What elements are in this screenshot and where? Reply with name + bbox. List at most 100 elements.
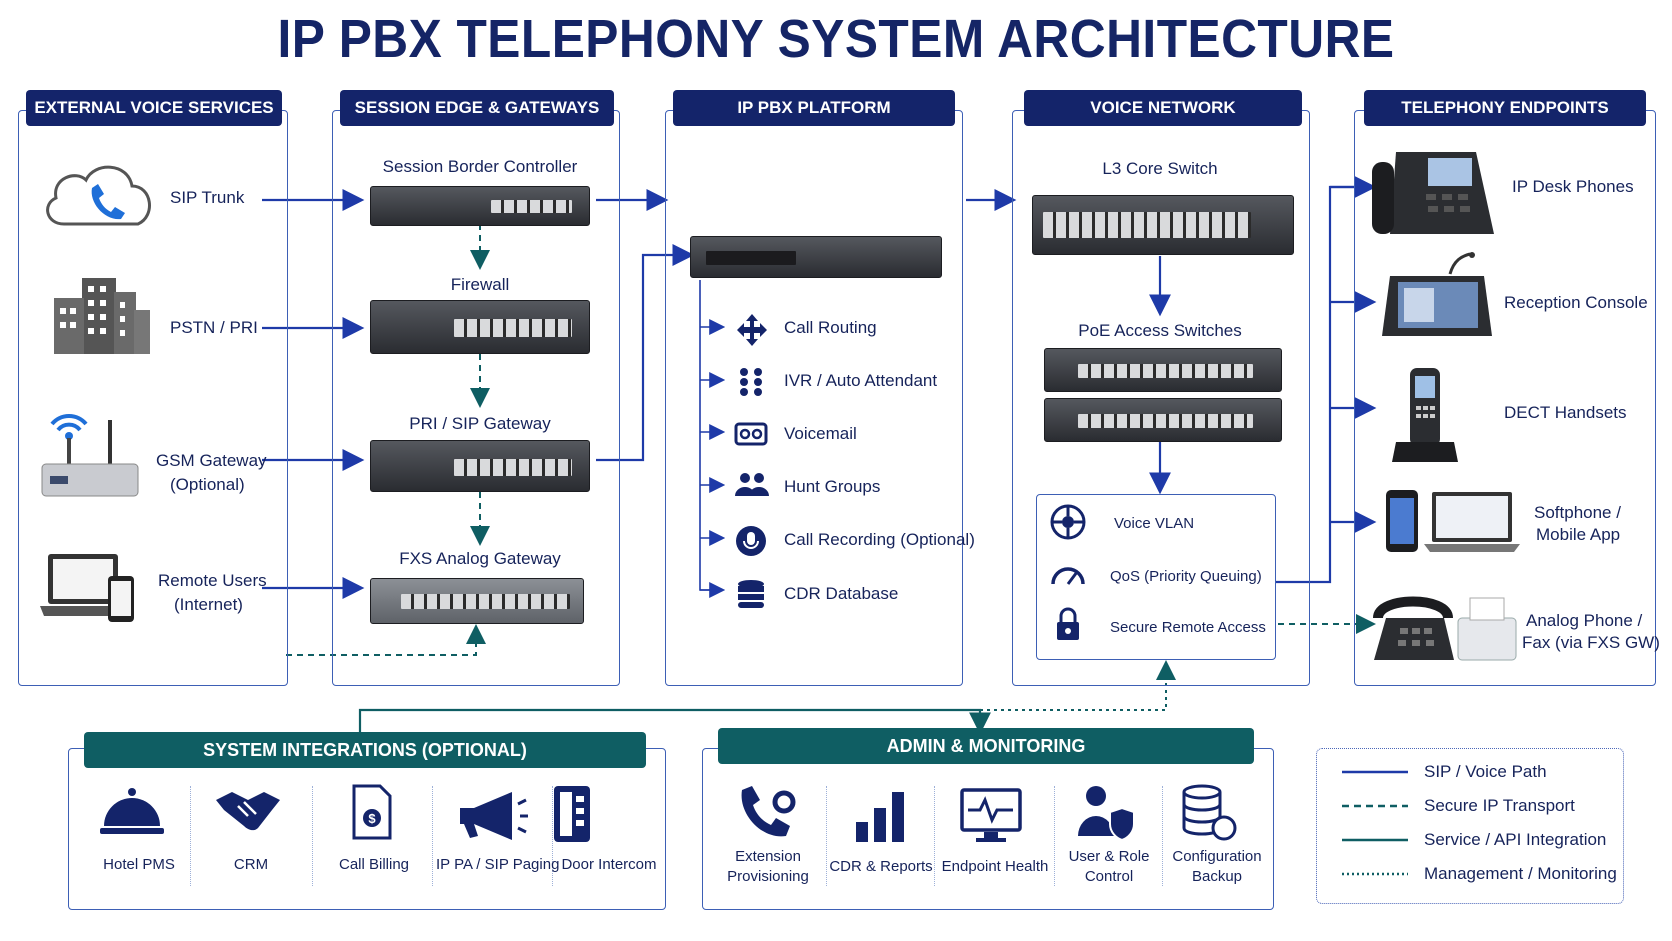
cloud-phone-icon (46, 165, 151, 226)
sip-voice-paths (262, 176, 1377, 599)
integrations-header: SYSTEM INTEGRATIONS (OPTIONAL) (84, 732, 646, 768)
pbx-feature-icons (734, 314, 769, 608)
secure-transport-paths (286, 224, 1376, 656)
dect-handset-icon (1392, 368, 1458, 462)
service-integration-path (358, 708, 991, 735)
console-icon (1382, 252, 1492, 336)
gsm-gateway-optional-label: (Optional) (170, 475, 245, 494)
diagram-title: IP PBX TELEPHONY SYSTEM ARCHITECTURE (277, 9, 1395, 69)
network-service-icons (1050, 504, 1086, 640)
legend-management-label: Management / Monitoring (1424, 864, 1617, 883)
crm-label: CRM (233, 856, 269, 873)
extension-label: Extension (735, 848, 801, 865)
handshake-icon (216, 792, 280, 831)
legend-line-samples (1342, 770, 1408, 876)
call-routing-label: Call Routing (784, 318, 877, 337)
user-role-label: User & Role (1068, 848, 1150, 865)
admin-separator (1162, 786, 1163, 886)
backup-label: Backup (1191, 868, 1243, 885)
voice-vlan-label: Voice VLAN (1114, 515, 1195, 532)
cdr-reports-label: CDR & Reports (829, 858, 933, 875)
building-icon (54, 278, 150, 354)
admin-separator (934, 786, 935, 886)
database-icon (738, 580, 764, 608)
hotel-pms-label: Hotel PMS (103, 856, 175, 873)
bar-chart-icon (856, 792, 904, 842)
sbc-label: Session Border Controller (382, 157, 578, 176)
analog-fax-icon (1373, 596, 1517, 661)
control-label: Control (1084, 868, 1134, 885)
voicemail-icon (734, 422, 768, 446)
gauge-icon (1051, 567, 1085, 585)
admin-icons (741, 784, 1237, 842)
service-bell-icon (100, 788, 164, 834)
softphone-label: Softphone / (1534, 503, 1621, 522)
edge-gateways-header: SESSION EDGE & GATEWAYS (340, 90, 614, 126)
intercom-icon (554, 786, 590, 842)
pstn-label: PSTN / PRI (170, 318, 258, 337)
endpoint-health-label: Endpoint Health (941, 858, 1049, 875)
fax-label: Fax (via FXS GW) (1522, 633, 1660, 652)
access-switch-2-device (1044, 398, 1282, 442)
lock-icon (1057, 607, 1079, 640)
hunt-groups-label: Hunt Groups (784, 477, 881, 496)
voicemail-label: Voicemail (784, 424, 857, 443)
admin-separator (1054, 786, 1055, 886)
phone-gear-icon (741, 786, 796, 837)
voice-network-header: VOICE NETWORK (1024, 90, 1302, 126)
door-intercom-label: Door Intercom (561, 856, 657, 873)
laptop-tablet-icon (40, 554, 134, 622)
integration-separator (432, 786, 433, 886)
qos-label: QoS (Priority Queuing) (1110, 568, 1262, 585)
dect-handsets-label: DECT Handsets (1504, 403, 1627, 422)
integration-separator (190, 786, 191, 886)
network-hub-icon (1050, 504, 1086, 540)
legend-box (1316, 748, 1624, 904)
provisioning-label: Provisioning (727, 868, 809, 885)
call-recording-label: Call Recording (Optional) (784, 530, 975, 549)
pbx-platform-header: IP PBX PLATFORM (673, 90, 955, 126)
fxs-gateway-label: FXS Analog Gateway (399, 549, 561, 568)
pri-sip-gateway-device (370, 440, 590, 492)
cdr-database-label: CDR Database (784, 584, 899, 603)
core-switch-label: L3 Core Switch (1102, 159, 1218, 178)
monitor-pulse-icon (960, 788, 1022, 842)
fxs-gateway-device (370, 578, 584, 624)
group-icon (735, 473, 769, 496)
mobile-app-label: Mobile App (1536, 525, 1621, 544)
pbx-server-device (690, 236, 942, 278)
gsm-gateway-label: GSM Gateway (156, 451, 267, 470)
integration-separator (312, 786, 313, 886)
desk-phone-icon (1372, 152, 1494, 234)
configuration-label: Configuration (1172, 848, 1262, 865)
access-switch-1-device (1044, 348, 1282, 392)
pri-sip-gateway-label: PRI / SIP Gateway (409, 414, 551, 433)
call-billing-label: Call Billing (338, 856, 410, 873)
endpoints-header: TELEPHONY ENDPOINTS (1364, 90, 1646, 126)
gsm-router-icon (41, 413, 139, 497)
network-services-box (1036, 494, 1276, 660)
keypad-icon (740, 368, 762, 396)
sbc-device (370, 186, 590, 226)
firewall-device (370, 300, 590, 354)
remote-users-label: Remote Users (158, 571, 267, 590)
svg-text:$: $ (368, 811, 376, 826)
sip-trunk-label: SIP Trunk (170, 188, 245, 207)
admin-separator (826, 786, 827, 886)
legend-service-api-label: Service / API Integration (1424, 830, 1607, 849)
database-refresh-icon (1182, 784, 1237, 841)
ivr-label: IVR / Auto Attendant (784, 371, 938, 390)
billing-document-icon: $ (352, 784, 392, 840)
reception-console-label: Reception Console (1504, 293, 1648, 312)
admin-header: ADMIN & MONITORING (718, 728, 1254, 764)
remote-users-internet-label: (Internet) (174, 595, 243, 614)
analog-phone-label: Analog Phone / (1526, 611, 1643, 630)
core-switch-device (1032, 195, 1294, 255)
access-switches-label: PoE Access Switches (1078, 321, 1242, 340)
legend-secure-transport-label: Secure IP Transport (1424, 796, 1575, 815)
phone-laptop-icon (1386, 490, 1520, 552)
legend-sip-voice-label: SIP / Voice Path (1424, 762, 1547, 781)
ip-desk-phones-label: IP Desk Phones (1512, 177, 1634, 196)
secure-remote-access-label: Secure Remote Access (1110, 619, 1266, 636)
